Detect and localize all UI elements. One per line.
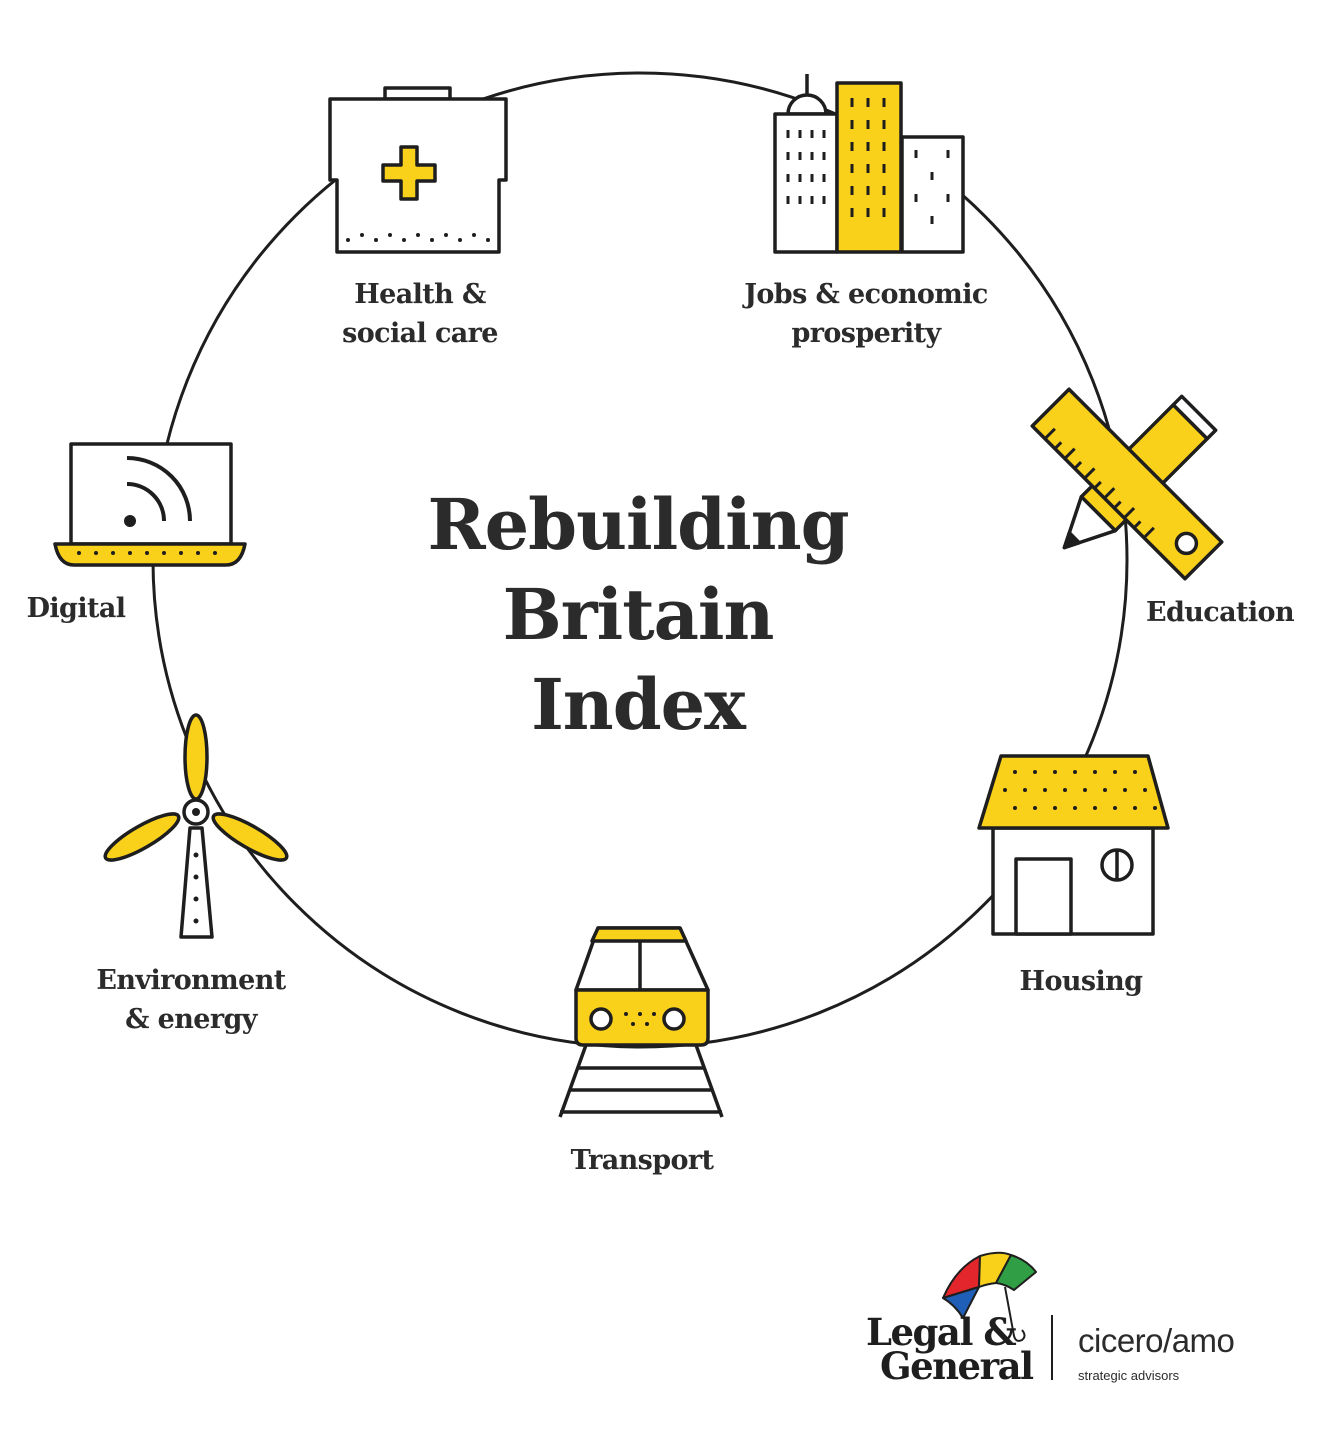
label-digital: Digital — [14, 589, 138, 628]
legal-general-logo-line-1: Legal & — [866, 1310, 1017, 1354]
medical-kit-icon — [328, 86, 508, 254]
label-housing-line-1: Housing — [1019, 966, 1144, 997]
ruler-pencil-icon — [1030, 387, 1224, 581]
title-line-2: Britain — [502, 573, 775, 656]
laptop-wifi-icon — [53, 442, 247, 567]
label-environment-line-1: Environment — [96, 965, 286, 996]
label-jobs-line-1: Jobs & economic — [744, 279, 988, 310]
label-transport-line-1: Transport — [570, 1145, 714, 1176]
index-title: Rebuilding Britain Index — [368, 480, 908, 750]
label-education: Education — [1130, 593, 1310, 632]
label-housing: Housing — [1000, 962, 1162, 1001]
city-buildings-icon — [773, 74, 965, 254]
label-health-line-1: Health & — [354, 279, 486, 310]
train-icon — [558, 926, 724, 1118]
legal-general-logo-line-2: General — [880, 1344, 1034, 1388]
label-environment-line-2: & energy — [125, 1004, 257, 1035]
label-education-line-1: Education — [1146, 597, 1295, 628]
title-line-3: Index — [531, 663, 746, 746]
cicero-amo-logo: cicero/amo — [1078, 1322, 1235, 1359]
house-icon — [977, 754, 1170, 936]
cicero-amo-tagline: strategic advisors — [1078, 1368, 1180, 1383]
label-jobs: Jobs & economic prosperity — [716, 275, 1016, 353]
label-health-line-2: social care — [342, 318, 498, 349]
label-jobs-line-2: prosperity — [791, 318, 941, 349]
title-line-1: Rebuilding — [427, 483, 849, 566]
label-digital-line-1: Digital — [26, 593, 126, 624]
label-transport: Transport — [550, 1141, 734, 1180]
wind-turbine-icon — [103, 713, 289, 939]
label-health: Health & social care — [320, 275, 520, 353]
umbrella-logo-icon — [942, 1251, 1037, 1342]
label-environment: Environment & energy — [78, 961, 304, 1039]
